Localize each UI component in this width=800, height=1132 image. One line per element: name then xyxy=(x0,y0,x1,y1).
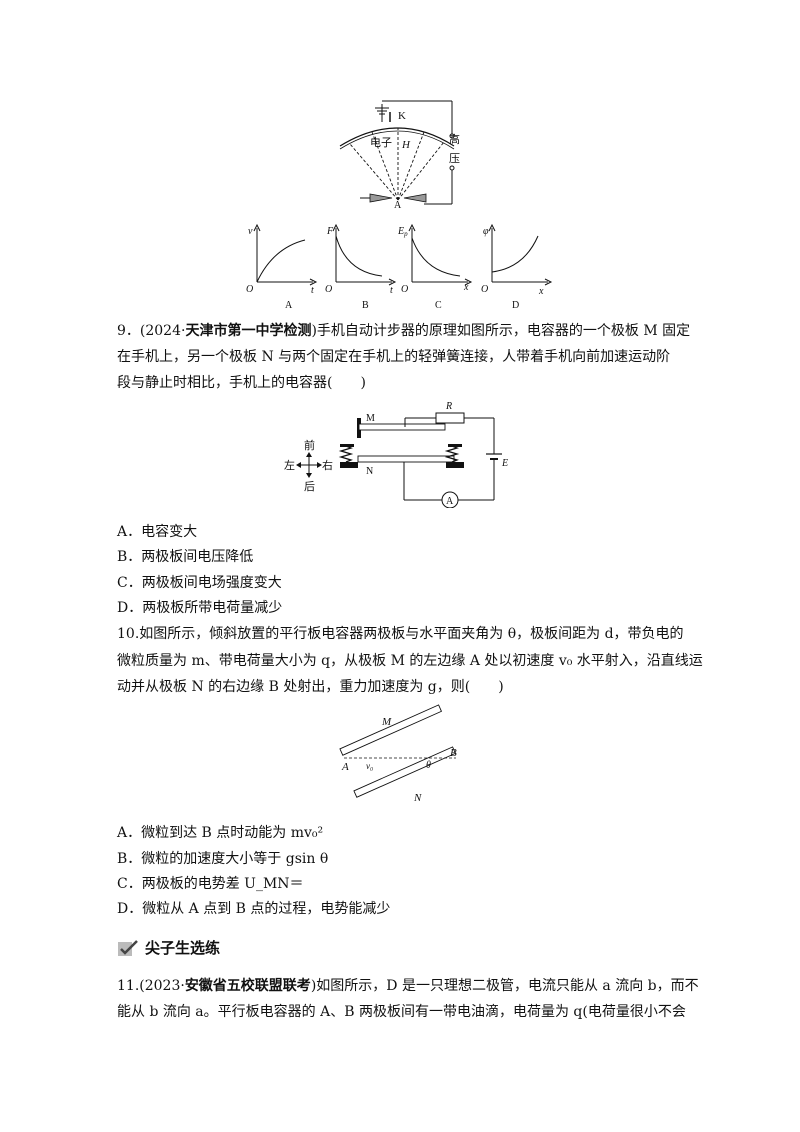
graph-d: φ O x D xyxy=(481,223,553,311)
check-icon xyxy=(118,939,138,956)
dir-left: 左 xyxy=(284,459,295,472)
label-v0: v₀ xyxy=(366,761,373,771)
section-title: 尖子生选练 xyxy=(145,939,221,957)
graph-c: Ep O x C xyxy=(398,223,473,311)
graph-c-origin: O xyxy=(401,284,408,295)
label-M: M xyxy=(381,716,392,728)
graph-b-xlabel: t xyxy=(390,285,393,296)
label-hv1: 高 xyxy=(449,132,460,146)
dir-right: 右 xyxy=(322,458,333,472)
dir-front: 前 xyxy=(304,438,315,452)
q9-number: 9．(2024· xyxy=(117,323,186,339)
graph-c-caption: C xyxy=(435,300,442,311)
q9-line-2: 在手机上，另一个极板 N 与两个固定在手机上的轻弹簧连接，人带着手机向前加速运动… xyxy=(117,349,671,365)
graph-b-ylabel: F xyxy=(326,226,334,237)
graph-b-caption: B xyxy=(362,300,369,311)
section-heading: 尖子生选练 xyxy=(117,937,220,958)
q10-line-3: 动并从极板 N 的右边缘 B 处射出，重力加速度为 g，则( ) xyxy=(117,679,504,695)
graph-d-caption: D xyxy=(512,300,519,311)
q9-line1-rest: )手机自动计步器的原理如图所示，电容器的一个极板 M 固定 xyxy=(311,323,691,339)
plate-M-label: M xyxy=(366,413,375,424)
q9-option-b: B．两极板间电压降低 xyxy=(117,549,254,565)
q11-line-1: 11.(2023·安徽省五校联盟联考)如图所示，D 是一只理想二极管，电流只能从… xyxy=(117,976,699,996)
graph-d-origin: O xyxy=(481,284,488,295)
label-electron: 电子 xyxy=(370,136,392,149)
q9-line-1: 9．(2024·天津市第一中学检测)手机自动计步器的原理如图所示，电容器的一个极… xyxy=(117,321,690,341)
label-A-source: A xyxy=(394,200,402,210)
resistor-R-label: R xyxy=(445,401,452,412)
label-hv2: 压 xyxy=(449,152,460,165)
dir-back: 后 xyxy=(304,480,315,493)
graph-b-origin: O xyxy=(325,284,332,295)
label-H: H xyxy=(401,139,411,151)
graph-d-ylabel: φ xyxy=(483,226,489,237)
tilted-capacitor-diagram: M N A B v₀ θ xyxy=(339,704,457,804)
q9-source: 天津市第一中学检测 xyxy=(185,323,312,339)
q11-number: 11.(2023· xyxy=(117,978,185,994)
label-theta: θ xyxy=(426,760,431,771)
q11-line-2: 能从 b 流向 a。平行板电容器的 A、B 两极板间有一带电油滴，电荷量为 q(… xyxy=(117,1004,686,1020)
q9-line-3: 段与静止时相比，手机上的电容器( ) xyxy=(117,375,366,391)
graph-a-caption: A xyxy=(285,300,293,311)
q10-line-2: 微粒质量为 m、带电荷量大小为 q，从极板 M 的左边缘 A 处以初速度 v₀ … xyxy=(117,653,703,669)
q10-option-d: D．微粒从 A 点到 B 点的过程，电势能减少 xyxy=(117,901,391,917)
graph-a-ylabel: v xyxy=(248,226,253,237)
q10-line-1: 10.如图所示，倾斜放置的平行板电容器两极板与水平面夹角为 θ，极板间距为 d，… xyxy=(117,626,684,642)
graph-b: F O t B xyxy=(325,223,397,311)
battery-E-label: E xyxy=(501,458,508,469)
plate-N-label: N xyxy=(366,466,373,477)
label-B-point: B xyxy=(450,747,457,759)
graph-d-xlabel: x xyxy=(538,286,544,297)
pedometer-circuit: M N R E A 前 左 右 后 xyxy=(284,401,508,508)
q9-option-d: D．两极板所带电荷量减少 xyxy=(117,600,283,616)
graph-c-ylabel: Ep xyxy=(398,226,408,238)
q10-option-a: A．微粒到达 B 点时动能为 mv₀² xyxy=(117,825,324,841)
q9-option-c: C．两极板间电场强度变大 xyxy=(117,575,282,591)
q9-option-a: A．电容变大 xyxy=(117,524,198,540)
label-A-point: A xyxy=(341,761,349,773)
electron-gun-apparatus: K 电子 H 高 压 A xyxy=(339,100,460,210)
graph-a: v O t A xyxy=(246,223,318,311)
q10-option-b: B．微粒的加速度大小等于 gsin θ xyxy=(117,851,329,867)
label-K: K xyxy=(398,110,406,122)
graph-a-origin: O xyxy=(246,284,253,295)
label-N: N xyxy=(413,792,422,804)
ammeter-label: A xyxy=(446,496,454,507)
q11-source: 安徽省五校联盟联考 xyxy=(184,978,311,994)
q10-option-c: C．两极板的电势差 U_MN＝ xyxy=(117,876,304,892)
graph-a-xlabel: t xyxy=(311,285,314,296)
graph-c-xlabel: x xyxy=(463,282,469,293)
q11-line1-rest: )如图所示，D 是一只理想二极管，电流只能从 a 流向 b，而不 xyxy=(310,978,699,994)
